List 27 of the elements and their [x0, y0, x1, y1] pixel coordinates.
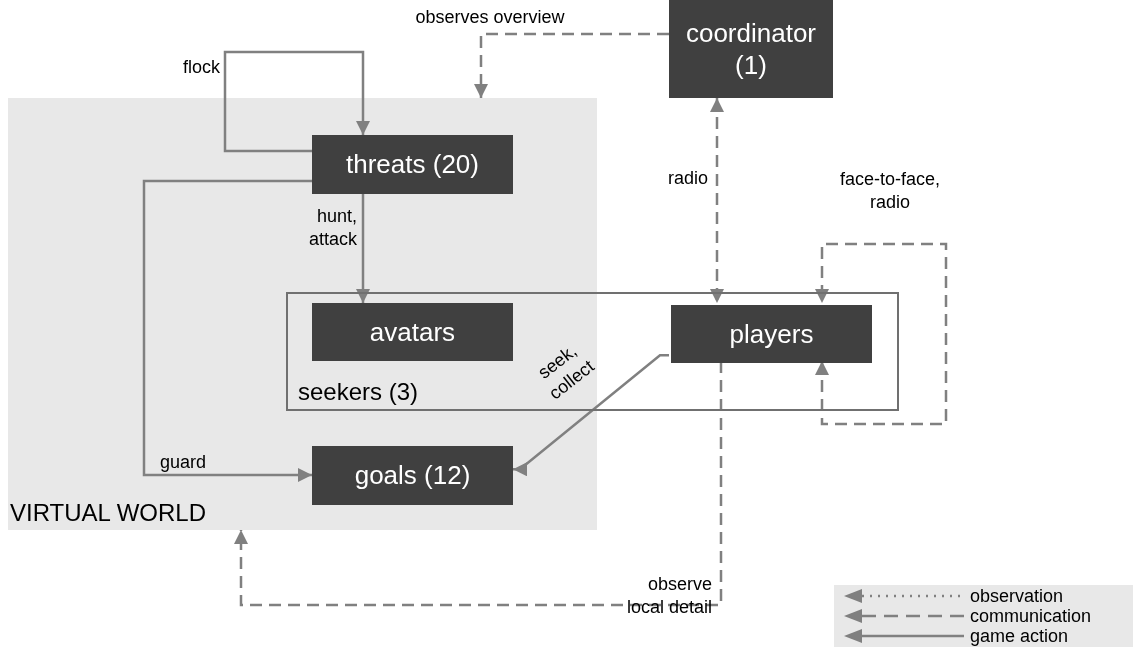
- edge-label: hunt, attack: [307, 205, 357, 252]
- arrow: [223, 50, 370, 153]
- edge-label: observes overview: [414, 6, 566, 29]
- region-background: [8, 98, 597, 530]
- edge-label: radio: [668, 167, 710, 190]
- legend-text: game action: [970, 627, 1069, 645]
- edge-label: flock: [182, 56, 220, 79]
- edge-label: observe local detail: [625, 573, 712, 620]
- arrow: [356, 194, 370, 303]
- arrow: [234, 361, 723, 607]
- arrow: [142, 179, 312, 482]
- process-box: players: [671, 305, 872, 363]
- process-box: goals (12): [312, 446, 513, 505]
- group-box: [286, 292, 899, 411]
- arrow: [710, 98, 724, 303]
- arrow: [474, 32, 669, 98]
- arrow: [513, 354, 669, 477]
- region-label: VIRTUAL WORLD: [10, 498, 207, 528]
- arrow: [815, 242, 948, 426]
- edge-label: guard: [160, 451, 208, 474]
- legend-text: communication: [970, 607, 1092, 625]
- process-box: avatars: [312, 303, 513, 361]
- edge-label: face-to-face, radio: [838, 168, 941, 215]
- legend-text: observation: [970, 587, 1064, 605]
- process-box: coordinator (1): [669, 0, 833, 98]
- group-label: seekers (3): [298, 377, 419, 407]
- process-box: threats (20): [312, 135, 513, 194]
